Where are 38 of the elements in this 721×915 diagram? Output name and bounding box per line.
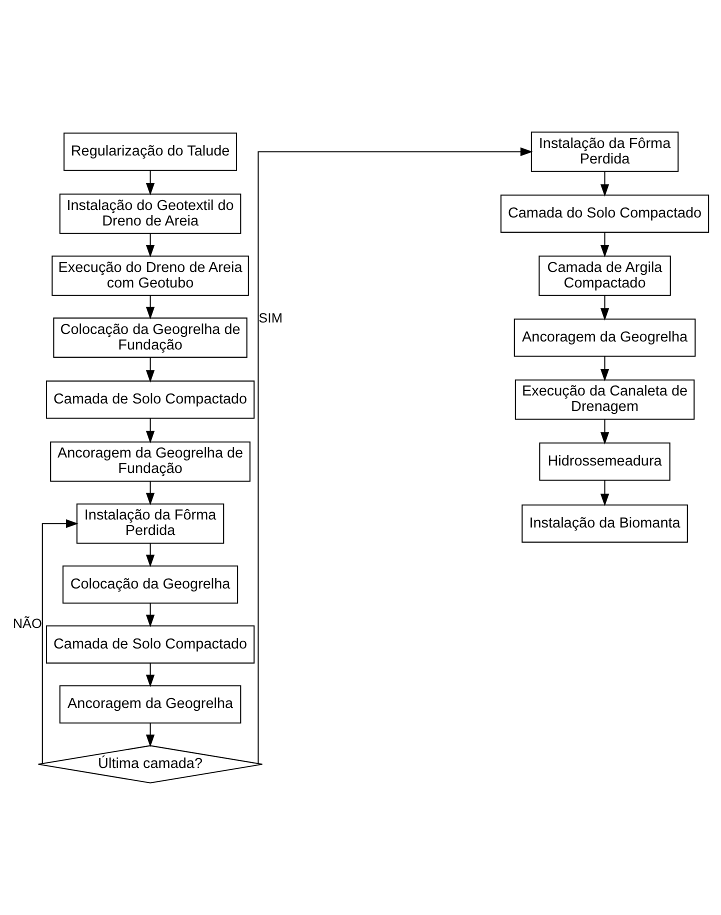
node-box: Camada de Solo Compactado	[46, 380, 255, 419]
arrow	[146, 482, 155, 506]
arrow	[600, 480, 610, 506]
node-box: Execução do Dreno de Areia com Geotubo	[52, 256, 249, 296]
arrow	[146, 234, 155, 258]
node-box: Execução da Canaleta de Drenagem	[514, 380, 695, 420]
arrow	[146, 544, 155, 568]
arrow	[146, 663, 155, 688]
node-diamond: Última camada?	[38, 745, 263, 784]
node-box: Hidrossemeadura	[539, 442, 670, 481]
node-box: Regularização do Talude	[64, 132, 238, 171]
arrow	[600, 232, 610, 258]
arrow	[258, 147, 533, 764]
node-box: Camada do Solo Compactado	[500, 194, 710, 233]
arrow	[146, 418, 155, 444]
node-box: Instalação da Fôrma Perdida	[530, 132, 679, 172]
arrow	[42, 519, 78, 764]
node-box: Camada de Argila Compactado	[538, 256, 671, 296]
arrow	[146, 603, 155, 628]
arrow	[146, 170, 155, 196]
arrow	[600, 356, 610, 382]
arrow	[600, 420, 610, 445]
arrow	[600, 296, 610, 321]
node-box: Instalação do Geotextil do Dreno de Areia	[59, 194, 242, 234]
arrow	[146, 296, 155, 320]
edge-label: SIM	[258, 310, 283, 326]
arrow	[146, 723, 155, 748]
node-box: Ancoragem da Geogrelha	[514, 318, 696, 357]
node-box: Instalação da Biomanta	[522, 504, 688, 543]
node-box: Ancoragem da Geogrelha	[59, 685, 242, 724]
arrow	[146, 358, 155, 383]
node-box: Instalação da Fôrma Perdida	[76, 503, 224, 544]
node-box: Colocação da Geogrelha de Fundação	[53, 318, 248, 358]
arrow	[600, 172, 610, 197]
node-box: Ancoragem da Geogrelha de Fundação	[50, 441, 250, 482]
edge-label: NÃO	[12, 616, 42, 631]
node-box: Colocação da Geogrelha	[62, 565, 238, 604]
node-box: Camada de Solo Compactado	[46, 625, 255, 664]
